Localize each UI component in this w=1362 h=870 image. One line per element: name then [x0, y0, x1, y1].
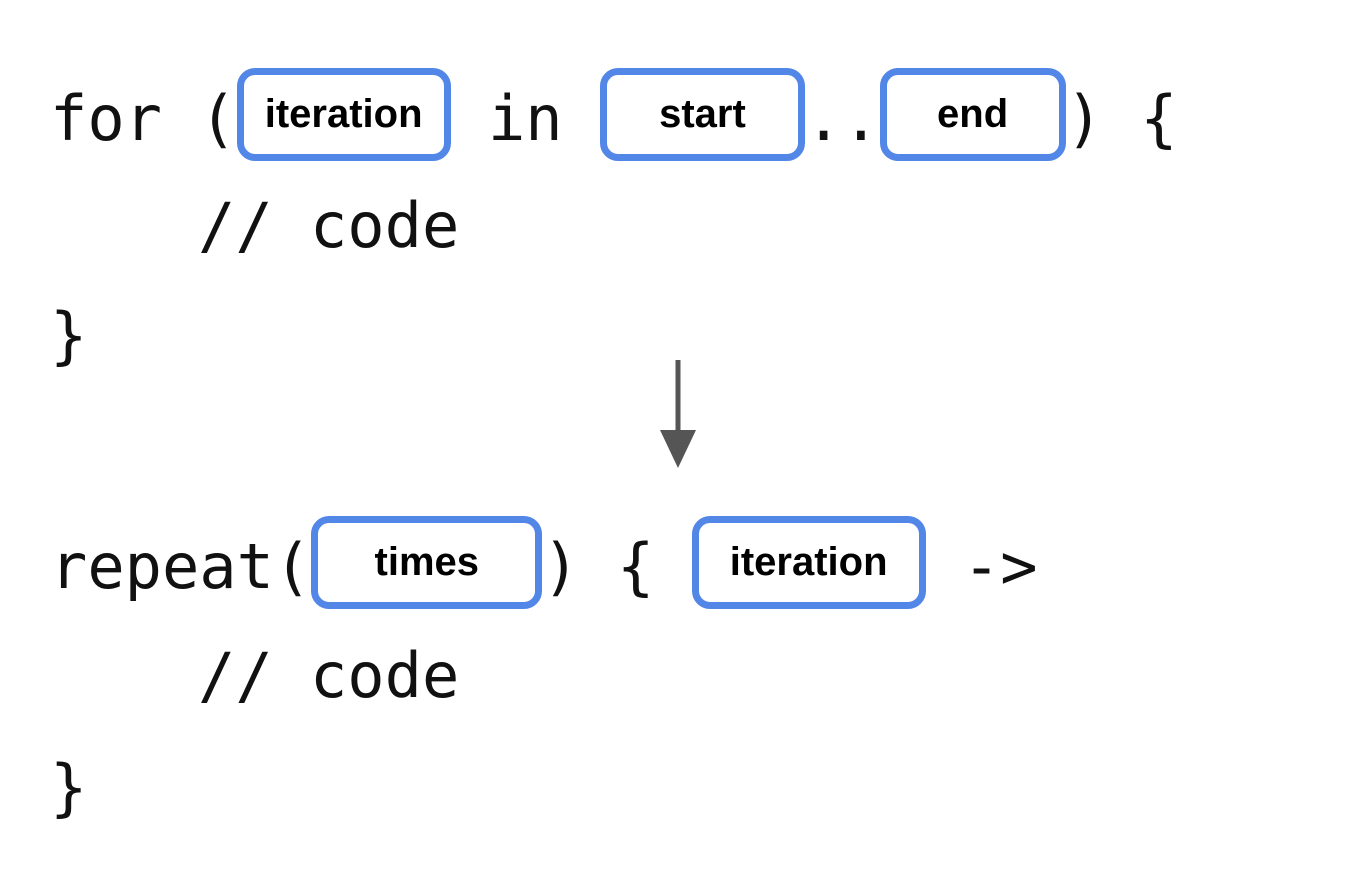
- repeat-signature-line: repeat(times) { iteration ->: [50, 516, 1038, 613]
- in-keyword: in: [450, 81, 600, 155]
- lambda-arrow: ->: [925, 529, 1038, 603]
- for-loop-closing-brace: }: [50, 299, 88, 372]
- token-start[interactable]: start: [599, 68, 805, 161]
- repeat-lambda-open: ) {: [542, 529, 692, 603]
- range-operator: ..: [804, 81, 880, 155]
- token-iteration-for[interactable]: iteration: [236, 68, 451, 161]
- arrow-down-icon: [648, 358, 708, 473]
- for-signature-suffix: ) {: [1065, 81, 1178, 155]
- for-loop-signature-line: for (iteration in start..end) {: [50, 68, 1178, 165]
- for-keyword-prefix: for (: [50, 81, 237, 155]
- for-loop-body-comment: // code: [198, 189, 460, 262]
- token-iteration-repeat[interactable]: iteration: [691, 516, 926, 609]
- token-end[interactable]: end: [879, 68, 1066, 161]
- repeat-closing-brace: }: [50, 751, 88, 824]
- token-times[interactable]: times: [311, 516, 543, 609]
- repeat-keyword-prefix: repeat(: [50, 529, 312, 603]
- repeat-body-comment: // code: [198, 639, 460, 712]
